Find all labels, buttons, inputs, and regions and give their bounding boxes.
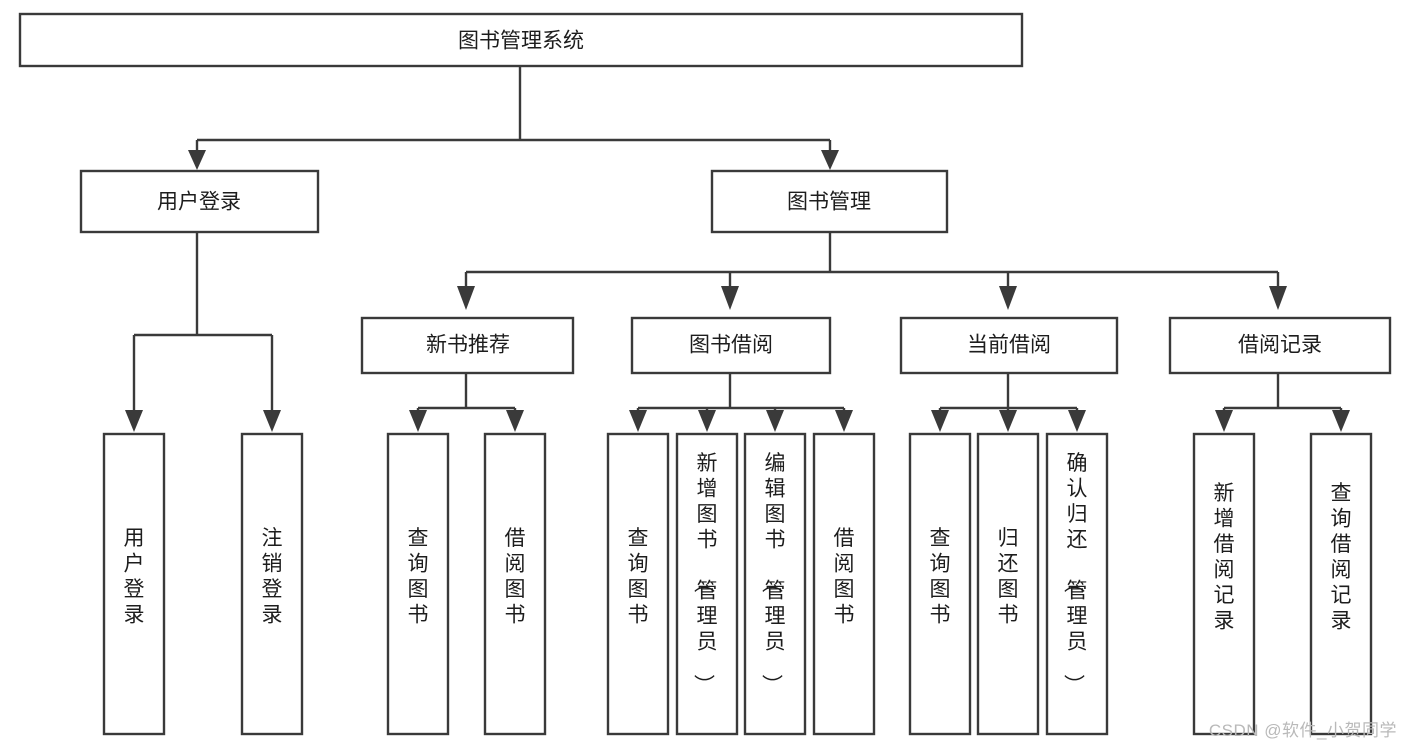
arrow-head-br-leaf-1 — [1215, 410, 1233, 432]
leaf-label-br-query-record: 查询借阅记录 — [1331, 482, 1352, 633]
leaf-label-cb-return-book: 归还图书 — [998, 527, 1019, 627]
node-user-login-box[interactable] — [79, 169, 320, 234]
arrow-head-cb-leaf-3 — [1068, 410, 1086, 432]
leaf-label-bb-borrow-book: 借阅图书 — [834, 527, 855, 627]
arrow-head-leaf-logout — [263, 410, 281, 432]
leaf-label-nb-query-book: 查询图书 — [408, 527, 429, 627]
leaf-box-bb-edit-book[interactable] — [743, 432, 807, 736]
leaf-box-cb-query-book[interactable] — [908, 432, 972, 736]
csdn-watermark: CSDN @软件_小贺同学 — [1208, 721, 1397, 740]
node-current-borrow[interactable]: 当前借阅 — [899, 316, 1119, 375]
node-book-borrow-label: 图书借阅 — [689, 334, 773, 357]
leaf-boxes-layer — [102, 432, 1373, 736]
node-new-book-recommend-label: 新书推荐 — [426, 334, 510, 357]
leaf-label-bb-add-book: 新增图书（管理员） — [692, 452, 718, 695]
arrow-head-new-book-recommend — [457, 286, 475, 310]
leaf-label-bb-query-book: 查询图书 — [628, 527, 649, 627]
leaf-box-br-add-record[interactable] — [1192, 432, 1256, 736]
leaf-box-user-login[interactable] — [102, 432, 166, 736]
node-user-login[interactable]: 用户登录 — [79, 169, 320, 234]
arrow-head-current-borrow — [999, 286, 1017, 310]
node-root-label: 图书管理系统 — [458, 30, 584, 53]
node-current-borrow-label: 当前借阅 — [967, 334, 1051, 357]
node-user-login-label: 用户登录 — [157, 191, 241, 214]
arrow-head-leaf-user-login — [125, 410, 143, 432]
arrow-head-nb-leaf-1 — [409, 410, 427, 432]
node-new-book-recommend[interactable]: 新书推荐 — [360, 316, 575, 375]
leaf-box-logout[interactable] — [240, 432, 304, 736]
node-borrow-record[interactable]: 借阅记录 — [1168, 316, 1392, 375]
node-book-manage-box[interactable] — [710, 169, 949, 234]
arrow-head-bb-leaf-3 — [766, 410, 784, 432]
leaf-box-cb-return-book[interactable] — [976, 432, 1040, 736]
node-root[interactable]: 图书管理系统 — [18, 12, 1024, 68]
node-current-borrow-box[interactable] — [899, 316, 1119, 375]
node-book-borrow-box[interactable] — [630, 316, 832, 375]
arrow-head-nb-leaf-2 — [506, 410, 524, 432]
leaf-box-bb-add-book[interactable] — [675, 432, 739, 736]
leaf-label-br-add-record: 新增借阅记录 — [1214, 482, 1235, 633]
node-new-book-recommend-box[interactable] — [360, 316, 575, 375]
leaf-label-user-login: 用户登录 — [124, 527, 145, 627]
leaf-label-cb-query-book: 查询图书 — [930, 527, 951, 627]
leaf-box-bb-borrow-book[interactable] — [812, 432, 876, 736]
arrow-head-cb-leaf-2 — [999, 410, 1017, 432]
connector-layer — [125, 66, 1350, 432]
node-borrow-record-box[interactable] — [1168, 316, 1392, 375]
leaf-label-nb-borrow-book: 借阅图书 — [505, 527, 526, 627]
node-book-manage[interactable]: 图书管理 — [710, 169, 949, 234]
arrow-head-book-borrow — [721, 286, 739, 310]
arrow-head-bb-leaf-2 — [698, 410, 716, 432]
leaf-box-br-query-record[interactable] — [1309, 432, 1373, 736]
leaf-box-bb-query-book[interactable] — [606, 432, 670, 736]
leaf-labels-layer: 用户登录 注销登录 查询图书 借阅图书 查询图书 新增图书（管理员） 编辑图书（… — [124, 452, 1352, 695]
node-root-box[interactable] — [18, 12, 1024, 68]
leaf-label-cb-confirm-return: 确认归还（管理员） — [1062, 452, 1088, 695]
node-borrow-record-label: 借阅记录 — [1238, 334, 1322, 357]
arrow-head-bb-leaf-4 — [835, 410, 853, 432]
arrow-head-borrow-record — [1269, 286, 1287, 310]
leaf-label-bb-edit-book: 编辑图书（管理员） — [760, 452, 786, 695]
arrow-head-cb-leaf-1 — [931, 410, 949, 432]
arrow-head-bb-leaf-1 — [629, 410, 647, 432]
arrow-head-book-manage — [821, 150, 839, 170]
leaf-box-nb-query-book[interactable] — [386, 432, 450, 736]
leaf-box-nb-borrow-book[interactable] — [483, 432, 547, 736]
node-book-borrow[interactable]: 图书借阅 — [630, 316, 832, 375]
arrow-head-user-login — [188, 150, 206, 170]
node-book-manage-label: 图书管理 — [787, 191, 871, 214]
leaf-label-logout: 注销登录 — [262, 527, 283, 627]
arrow-head-br-leaf-2 — [1332, 410, 1350, 432]
leaf-box-cb-confirm-return[interactable] — [1045, 432, 1109, 736]
